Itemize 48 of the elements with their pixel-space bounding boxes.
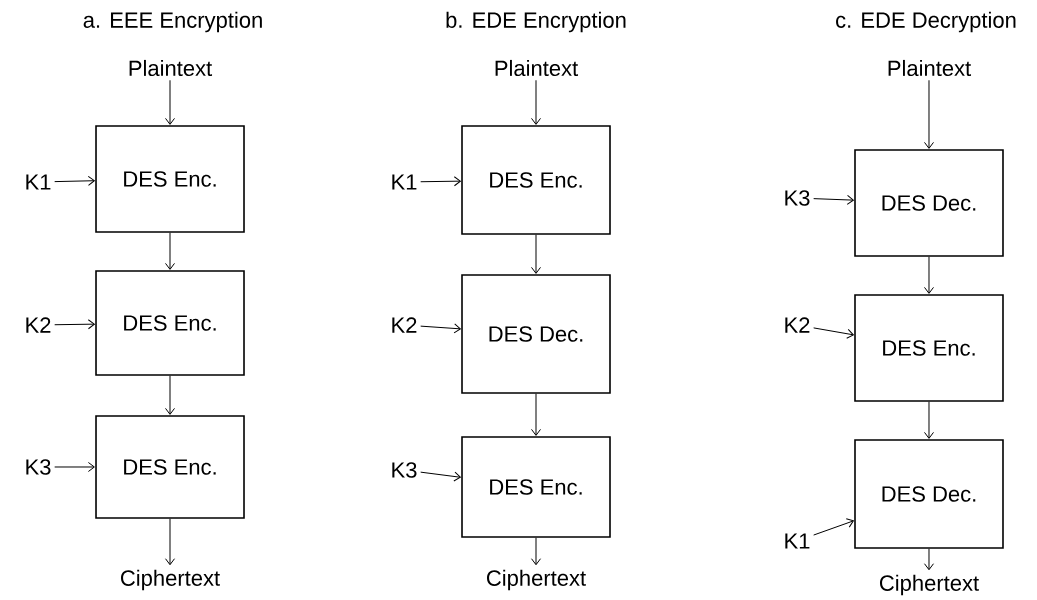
process-box: DES Enc. (854, 294, 1004, 402)
key-label: K1 (26, 174, 51, 190)
key-label: K3 (392, 462, 417, 478)
text-label: Ciphertext (121, 569, 220, 591)
key-label: K1 (392, 174, 417, 190)
arrow (165, 79, 175, 125)
arrow (813, 194, 854, 205)
process-box: DES Dec. (854, 439, 1004, 549)
arrow (420, 176, 461, 187)
process-box: DES Enc. (461, 125, 611, 235)
process-box: DES Enc. (461, 436, 611, 538)
key-label: K2 (785, 317, 810, 333)
text-label: Plaintext (129, 59, 213, 77)
arrow (813, 327, 854, 339)
arrow (165, 232, 175, 270)
arrow (420, 323, 461, 334)
arrow (924, 401, 934, 439)
arrow (531, 79, 541, 125)
panel-title: c. EDE Decryption (836, 11, 1016, 33)
key-label: K3 (785, 190, 810, 206)
key-label: K2 (26, 317, 51, 333)
text-label: Ciphertext (880, 574, 979, 596)
arrow (165, 375, 175, 415)
arrow (531, 393, 541, 436)
arrow (924, 548, 934, 571)
arrow (531, 234, 541, 274)
arrow (924, 79, 934, 149)
arrow (420, 471, 461, 482)
arrow (813, 518, 854, 536)
arrow (54, 319, 95, 330)
text-label: Ciphertext (487, 569, 586, 591)
arrow (165, 518, 175, 566)
key-label: K3 (26, 459, 51, 475)
arrow (54, 462, 95, 472)
process-box: DES Enc. (95, 125, 245, 233)
process-box: DES Dec. (461, 274, 611, 394)
arrow (54, 175, 95, 186)
text-label: Plaintext (495, 59, 579, 77)
key-label: K1 (785, 533, 810, 549)
panel-title: b. EDE Encryption (446, 11, 626, 33)
text-label: Plaintext (888, 59, 971, 77)
process-box: DES Dec. (854, 149, 1004, 257)
process-box: DES Enc. (95, 270, 245, 376)
arrow (924, 256, 934, 294)
key-label: K2 (392, 317, 417, 333)
arrow (531, 537, 541, 566)
panel-title: a. EEE Encryption (83, 11, 262, 33)
process-box: DES Enc. (95, 415, 245, 519)
